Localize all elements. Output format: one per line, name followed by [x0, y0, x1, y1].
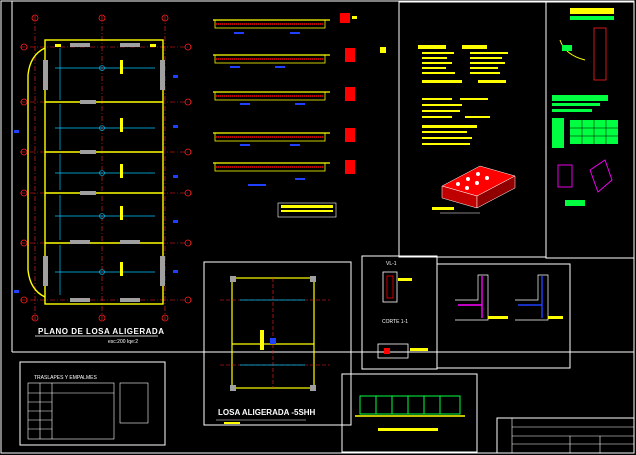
beam-section-detail [377, 271, 428, 359]
legend-title: TRASLAPES Y EMPALMES [34, 375, 97, 381]
detail-label: VL-1 [386, 261, 397, 267]
right-panel-details [552, 8, 618, 206]
beam-elevations [213, 13, 386, 218]
title-block [511, 418, 634, 453]
main-plan-scale: esc:200 Iqe:2 [108, 339, 139, 345]
main-plan-title: PLANO DE LOSA ALIGERADA [38, 327, 165, 336]
section-label: CORTE 1-1 [382, 319, 409, 325]
joint-details [455, 274, 563, 321]
legend-table [27, 382, 149, 440]
main-floor-plan [14, 14, 192, 337]
secondary-slab-plan [216, 276, 330, 424]
foundation-elevation [355, 395, 465, 431]
secondary-plan-title: LOSA ALIGERADA -5SHH [218, 408, 316, 417]
general-notes [418, 45, 508, 145]
hollow-brick-detail [432, 165, 516, 214]
